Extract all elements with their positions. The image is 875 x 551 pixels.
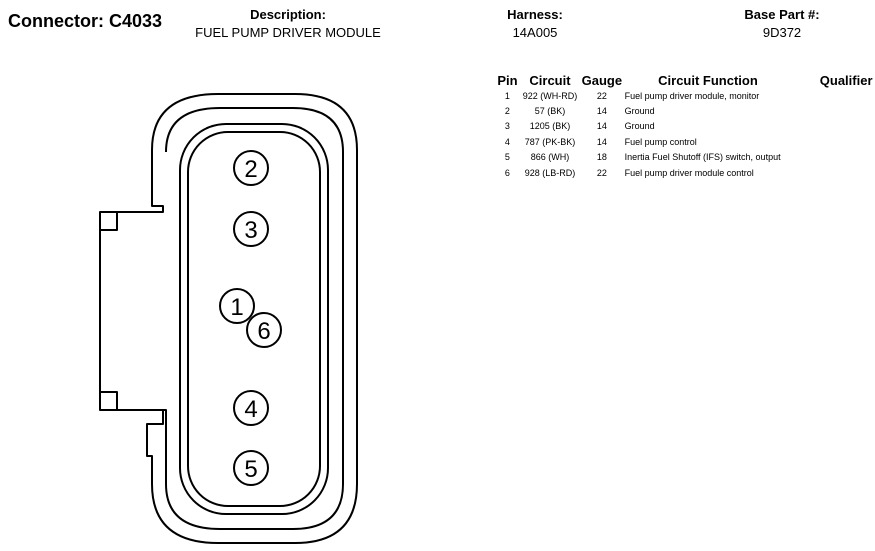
cell-gauge: 22 [596, 167, 607, 178]
cell-pin: 1 [504, 90, 510, 101]
table-row: 2 57 (BK) 14 Ground [494, 103, 875, 118]
table-row: 1 922 (WH-RD) 22 Fuel pump driver module… [494, 88, 875, 103]
connector-housing-outline [99, 93, 358, 544]
cavity-circle-1 [219, 288, 255, 324]
base-part-label: Base Part #: [744, 7, 820, 22]
base-part-value: 9D372 [762, 25, 802, 40]
pin-table: Pin Circuit Gauge Circuit Function Quali… [494, 72, 875, 180]
header-pin: Pin [497, 72, 518, 88]
table-row: 3 1205 (BK) 14 Ground [494, 119, 875, 134]
harness-label: Harness: [507, 7, 563, 22]
cell-gauge: 14 [596, 121, 607, 132]
header-gauge: Gauge [581, 72, 623, 88]
header-circuit-function: Circuit Function [658, 72, 758, 88]
cell-function: Ground [624, 121, 655, 132]
connector-title: Connector: C4033 [8, 11, 163, 31]
cavity-label-4: 4 [244, 396, 257, 423]
header-circuit: Circuit [529, 72, 571, 88]
cavity-label-3: 3 [244, 217, 257, 244]
cell-gauge: 22 [596, 90, 607, 101]
cell-gauge: 14 [596, 136, 607, 147]
cell-pin: 3 [504, 121, 510, 132]
cell-function: Inertia Fuel Shutoff (IFS) switch, outpu… [624, 152, 781, 163]
cavity-circle-2 [233, 150, 269, 186]
connector-housing-inner [100, 107, 344, 530]
description-value: FUEL PUMP DRIVER MODULE [195, 25, 381, 40]
cell-circuit: 866 (WH) [530, 152, 570, 163]
pin-table-header: Pin Circuit Gauge Circuit Function Quali… [494, 72, 875, 88]
cavity-circle-4 [233, 390, 269, 426]
cell-gauge: 18 [596, 152, 607, 163]
cavity-label-5: 5 [244, 456, 257, 483]
table-row: 5 866 (WH) 18 Inertia Fuel Shutoff (IFS)… [494, 150, 875, 165]
cavity-label-1: 1 [230, 294, 243, 321]
table-row: 4 787 (PK-BK) 14 Fuel pump control [494, 134, 875, 149]
cell-function: Fuel pump driver module, monitor [624, 90, 760, 101]
cell-function: Fuel pump driver module control [624, 167, 754, 178]
cavity-label-6: 6 [257, 318, 270, 345]
cell-circuit: 928 (LB-RD) [524, 167, 576, 178]
cell-function: Fuel pump control [624, 136, 697, 147]
table-row: 6 928 (LB-RD) 22 Fuel pump driver module… [494, 165, 875, 180]
harness-value: 14A005 [512, 25, 558, 40]
header-qualifier: Qualifier [819, 72, 873, 88]
cell-pin: 6 [504, 167, 510, 178]
cell-pin: 5 [504, 152, 510, 163]
cavity-plate-outer [179, 123, 329, 515]
cell-circuit: 922 (WH-RD) [522, 90, 578, 101]
cell-pin: 2 [504, 106, 510, 117]
cavity-label-2: 2 [244, 156, 257, 183]
cell-circuit: 57 (BK) [534, 106, 566, 117]
cavity-circle-6 [246, 312, 282, 348]
cell-function: Ground [624, 106, 655, 117]
cell-gauge: 14 [596, 106, 607, 117]
cell-circuit: 787 (PK-BK) [524, 136, 576, 147]
cavity-circle-5 [233, 450, 269, 486]
cell-pin: 4 [504, 136, 510, 147]
cavity-plate-inner [187, 131, 321, 507]
cell-circuit: 1205 (BK) [529, 121, 571, 132]
cavity-circle-3 [233, 211, 269, 247]
description-label: Description: [250, 7, 326, 22]
